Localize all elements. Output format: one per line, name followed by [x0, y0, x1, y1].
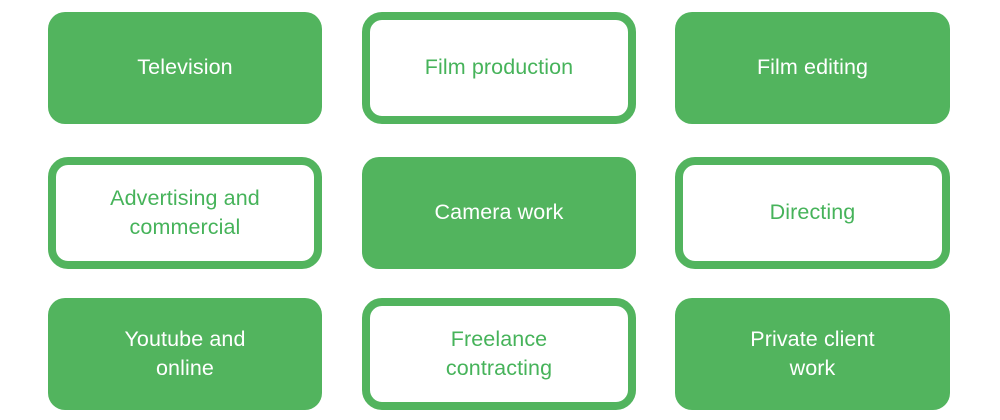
- card-label: Directing: [769, 200, 856, 225]
- card-camera-work[interactable]: Camera work: [362, 157, 636, 269]
- card-television[interactable]: Television: [48, 12, 322, 124]
- card-film-production[interactable]: Film production: [362, 12, 636, 124]
- card-label: Camera work: [434, 200, 564, 225]
- card-label: Television: [137, 55, 233, 80]
- card-label: Film editing: [756, 55, 869, 80]
- card-advertising-and-commercial[interactable]: Advertising and commercial: [48, 157, 322, 269]
- card-film-editing[interactable]: Film editing: [675, 12, 950, 124]
- card-label: Advertising and commercial: [110, 185, 260, 239]
- card-label: Film production: [424, 55, 574, 80]
- card-label: Freelance contracting: [445, 326, 553, 380]
- card-label: Private client work: [750, 326, 875, 380]
- card-youtube-and-online[interactable]: Youtube and online: [48, 298, 322, 410]
- card-private-client-work[interactable]: Private client work: [675, 298, 950, 410]
- card-directing[interactable]: Directing: [675, 157, 950, 269]
- card-freelance-contracting[interactable]: Freelance contracting: [362, 298, 636, 410]
- card-label: Youtube and online: [124, 326, 246, 380]
